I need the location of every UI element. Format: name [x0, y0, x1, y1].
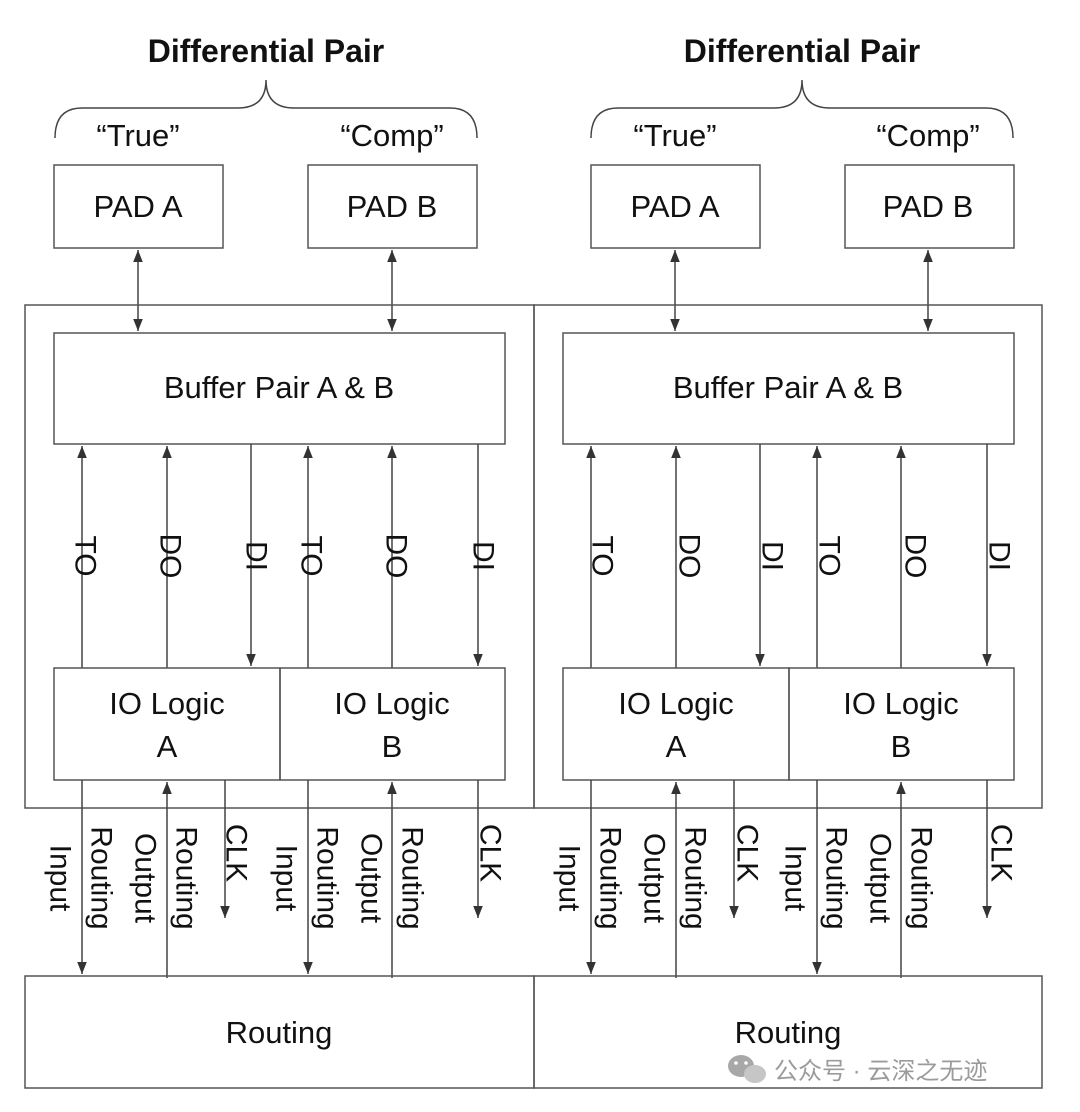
to-label: TO [295, 535, 328, 576]
io-logic-b-label: IO Logic [334, 686, 449, 721]
routing-label: Routing [396, 826, 429, 929]
routing-label: Routing [85, 826, 118, 929]
di-label: DI [756, 541, 789, 571]
to-label: TO [813, 535, 846, 576]
block-2: Differential Pair “True” “Comp” PAD A PA… [533, 33, 1043, 1089]
io-block-frame [533, 304, 1043, 809]
pair-brace [590, 79, 1014, 139]
di-label: DI [240, 541, 273, 571]
do-label: DO [673, 534, 706, 579]
watermark-text: 公众号 · 云深之无迹 [774, 1058, 987, 1085]
clk-label: CLK [220, 824, 253, 882]
do-label: DO [899, 534, 932, 579]
pad-b-box [844, 164, 1015, 249]
buffer-pair-label: Buffer Pair A & B [673, 370, 903, 405]
routing-label: Routing [679, 826, 712, 929]
routing-box [533, 975, 1043, 1089]
output-label: Output [638, 833, 671, 924]
io-logic-b-box [788, 667, 1015, 781]
output-label: Output [355, 833, 388, 924]
input-label: Input [270, 845, 303, 912]
pad-b-label: PAD B [883, 189, 974, 224]
comp-label: “Comp” [340, 118, 443, 153]
routing-label: Routing [820, 826, 853, 929]
do-label: DO [154, 534, 187, 579]
io-logic-b-letter: B [891, 729, 912, 764]
routing-label: Routing [594, 826, 627, 929]
io-logic-a-label: IO Logic [618, 686, 733, 721]
block-1: Differential Pair “True” “Comp” PAD A PA… [24, 33, 535, 1089]
clk-label: CLK [474, 824, 507, 882]
di-label: DI [467, 541, 500, 571]
buffer-pair-box [53, 332, 506, 445]
pad-a-box [53, 164, 224, 249]
io-logic-b-label: IO Logic [843, 686, 958, 721]
pair-brace [54, 79, 478, 139]
routing-box-label: Routing [226, 1015, 333, 1050]
output-label: Output [129, 833, 162, 924]
wechat-icon [728, 1055, 766, 1083]
input-label: Input [553, 845, 586, 912]
routing-label: Routing [311, 826, 344, 929]
pad-a-label: PAD A [630, 189, 719, 224]
di-label: DI [983, 541, 1016, 571]
comp-label: “Comp” [876, 118, 979, 153]
pad-a-label: PAD A [93, 189, 182, 224]
true-label: “True” [633, 118, 716, 153]
buffer-pair-label: Buffer Pair A & B [164, 370, 394, 405]
routing-label: Routing [170, 826, 203, 929]
pad-b-label: PAD B [347, 189, 438, 224]
watermark: 公众号 · 云深之无迹 [728, 1055, 987, 1085]
io-logic-b-box [279, 667, 506, 781]
io-logic-a-letter: A [157, 729, 178, 764]
do-label: DO [380, 534, 413, 579]
input-label: Input [44, 845, 77, 912]
to-label: TO [69, 535, 102, 576]
input-label: Input [779, 845, 812, 912]
io-logic-b-letter: B [382, 729, 403, 764]
to-label: TO [586, 535, 619, 576]
pad-a-box [590, 164, 761, 249]
io-logic-a-letter: A [666, 729, 687, 764]
buffer-pair-box [562, 332, 1015, 445]
true-label: “True” [96, 118, 179, 153]
block-title: Differential Pair [148, 33, 385, 69]
pad-b-box [307, 164, 478, 249]
routing-box-label: Routing [735, 1015, 842, 1050]
output-label: Output [864, 833, 897, 924]
routing-label: Routing [905, 826, 938, 929]
block-title: Differential Pair [684, 33, 921, 69]
clk-label: CLK [731, 824, 764, 882]
clk-label: CLK [985, 824, 1018, 882]
io-logic-a-label: IO Logic [109, 686, 224, 721]
